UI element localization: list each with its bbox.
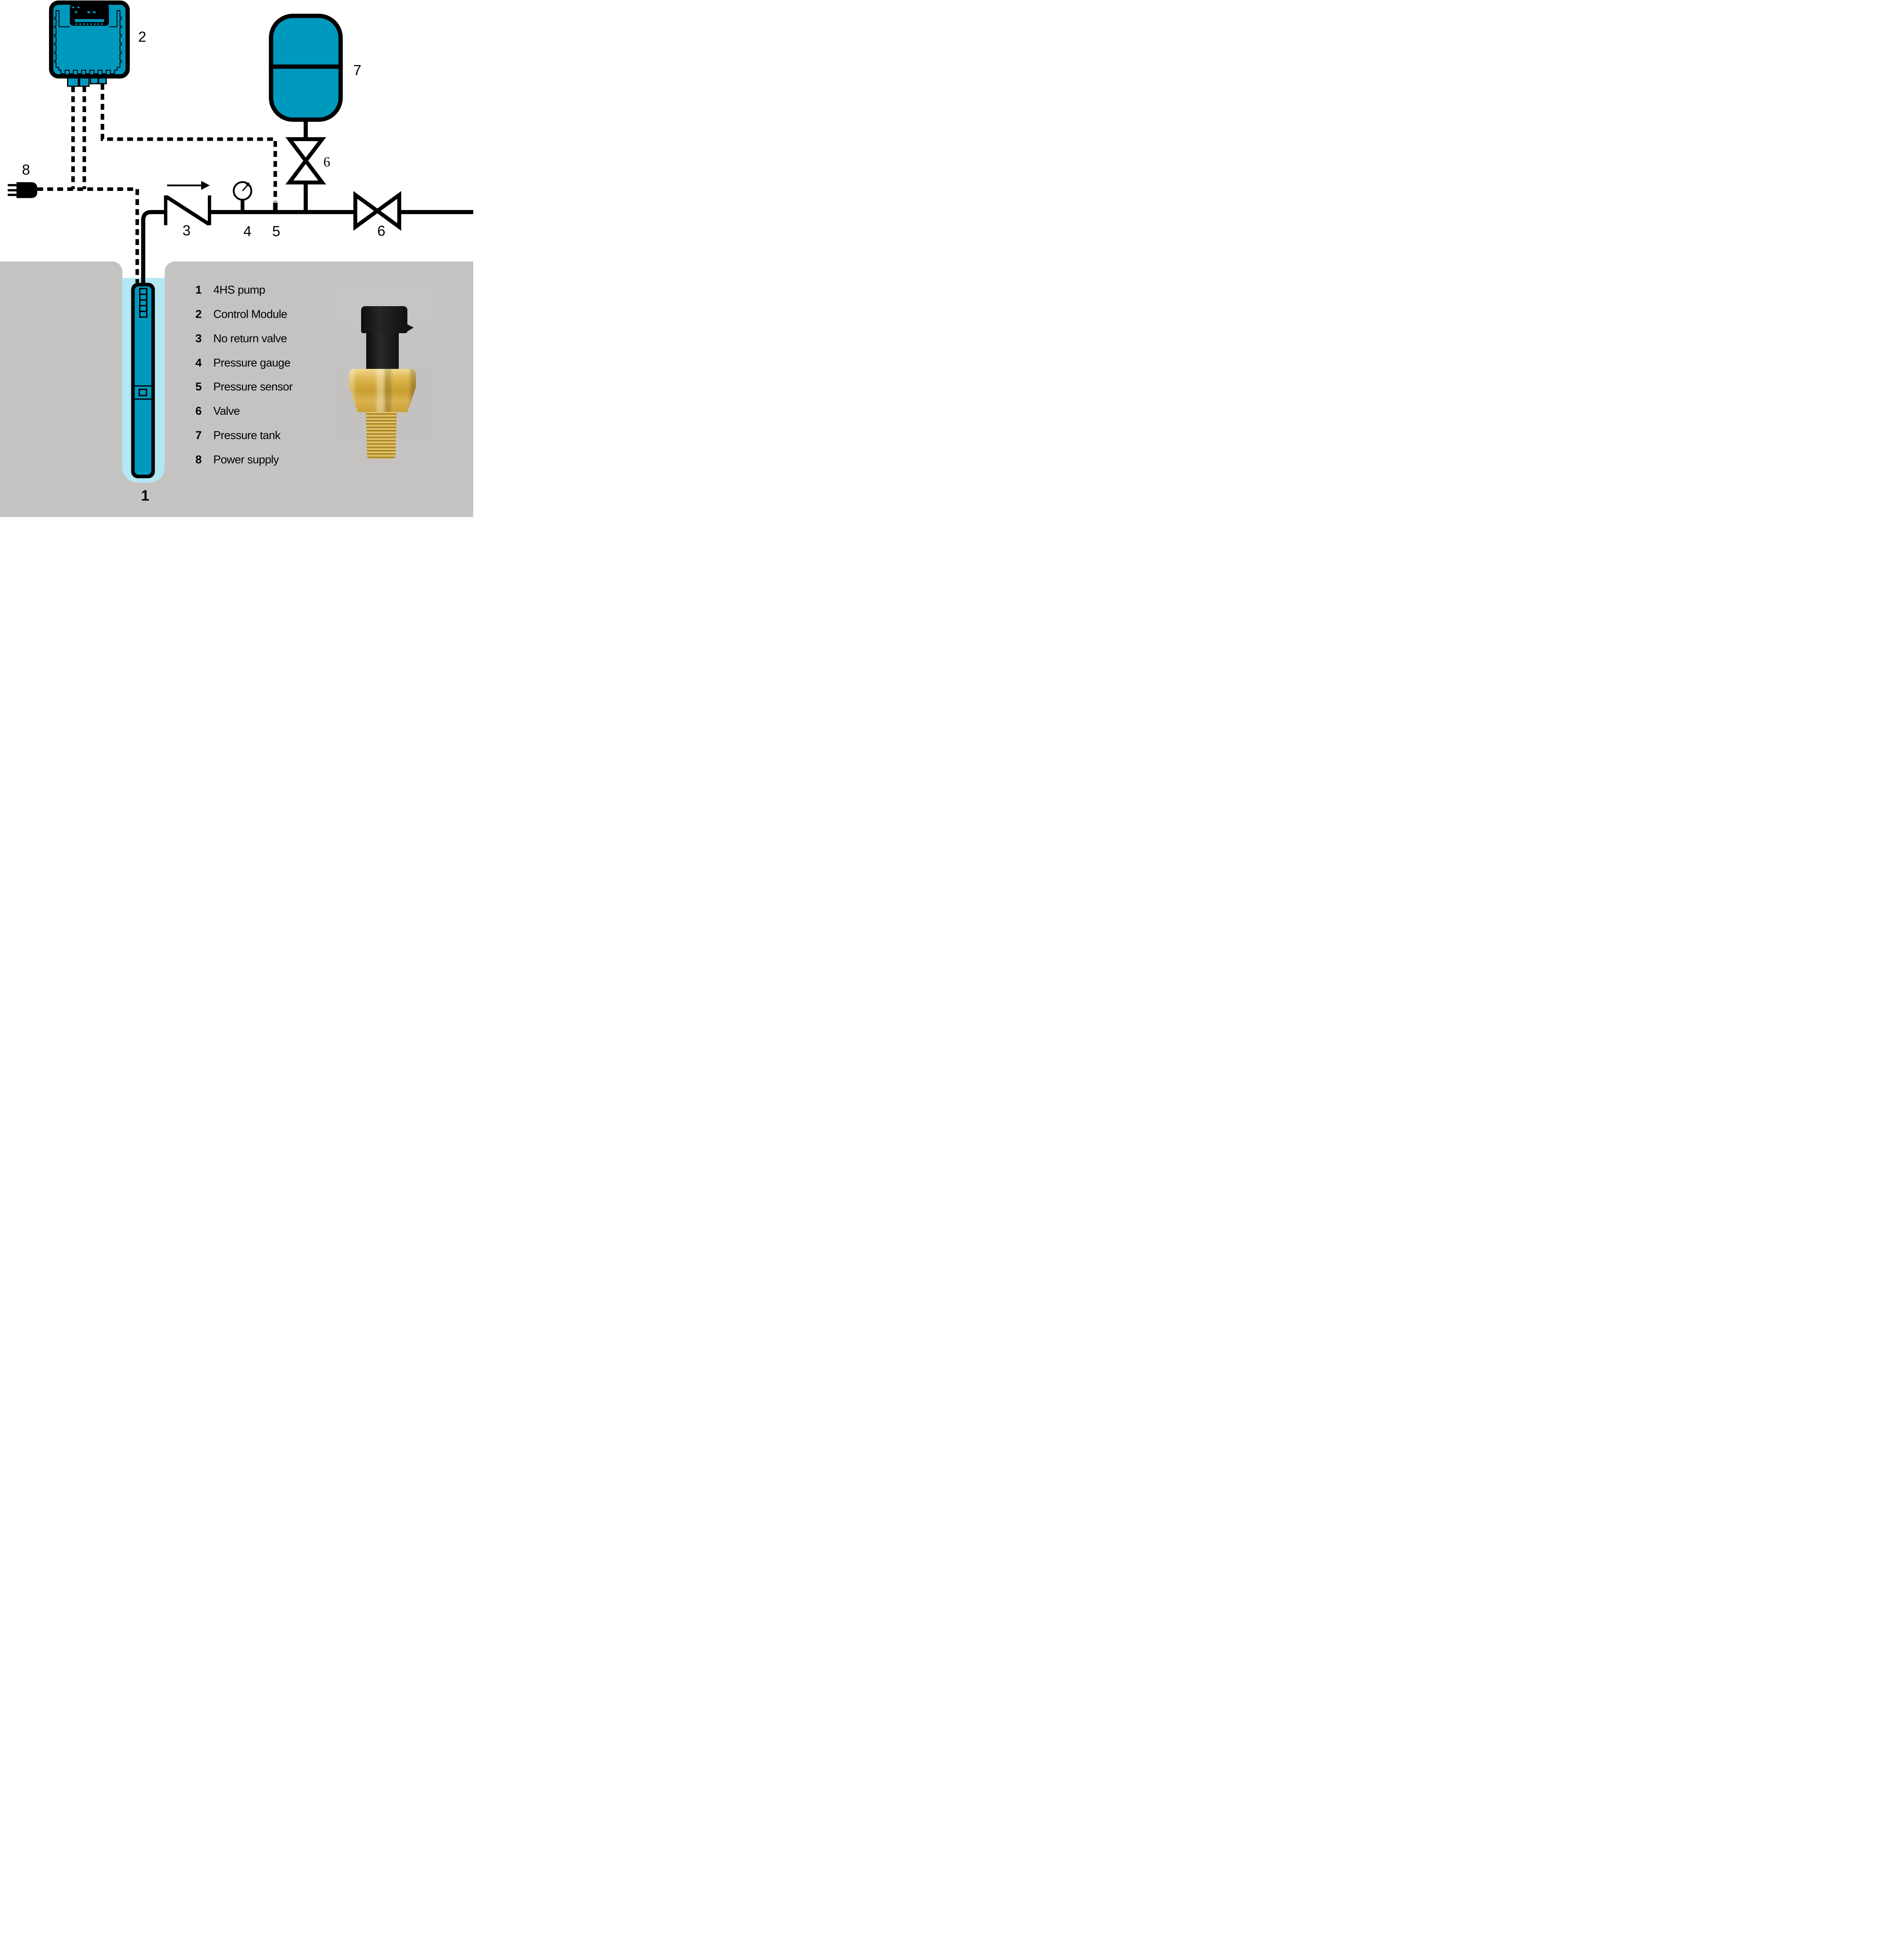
legend-item-valve: 6 Valve	[191, 399, 292, 424]
no-return-valve-symbol	[164, 195, 211, 226]
legend-item-pressure-sensor: 5 Pressure sensor	[191, 375, 292, 399]
wire-plug-to-pump	[37, 187, 139, 283]
legend-num: 1	[195, 284, 202, 297]
legend-label: Power supply	[213, 453, 279, 466]
legend-item-power-supply: 8 Power supply	[191, 448, 292, 472]
legend-item-no-return-valve: 3 No return valve	[191, 327, 292, 351]
pump	[131, 283, 155, 478]
label-pump: 1	[141, 488, 149, 504]
pressure-tank	[269, 14, 343, 122]
label-pressure-gauge: 4	[243, 223, 252, 240]
legend-label: Valve	[213, 405, 240, 418]
label-pressure-tank: 7	[353, 62, 362, 78]
label-tank-valve: 6	[323, 154, 331, 170]
pressure-sensor-symbol	[273, 202, 278, 211]
power-plug-icon	[7, 182, 37, 198]
label-control-module: 2	[138, 29, 147, 45]
legend-num: 5	[195, 381, 202, 394]
legend-label: Control Module	[213, 308, 287, 321]
tank-valve-symbol	[285, 137, 326, 185]
legend-item-pressure-gauge: 4 Pressure gauge	[191, 351, 292, 375]
legend-num: 8	[195, 453, 202, 466]
legend-item-pump: 1 4HS pump	[191, 278, 292, 303]
sensor-connector-neck	[366, 333, 399, 370]
module-display-panel	[70, 4, 109, 26]
label-no-return-valve: 3	[182, 222, 191, 239]
legend-label: 4HS pump	[213, 284, 265, 297]
wire-module-to-sensor	[100, 84, 277, 201]
pipe-riser	[141, 210, 165, 283]
line-valve-symbol	[353, 191, 401, 231]
legend-num: 4	[195, 356, 202, 369]
sensor-connector-cap	[361, 306, 407, 334]
sensor-brass-hex-nut	[349, 368, 416, 412]
schematic-page: 2 7 8 6 3 4 5 6 1 1 4HS pump 2 Control M…	[0, 0, 473, 517]
legend-item-control-module: 2 Control Module	[191, 303, 292, 327]
legend-label: No return valve	[213, 332, 287, 345]
legend-label: Pressure tank	[213, 429, 281, 442]
legend-num: 7	[195, 429, 202, 442]
ground-left-block	[0, 261, 122, 517]
pump-intake-grid	[139, 288, 147, 318]
legend-item-pressure-tank: 7 Pressure tank	[191, 424, 292, 448]
module-board-outline	[54, 10, 122, 74]
label-power-supply: 8	[22, 162, 30, 178]
pressure-sensor-photo	[335, 289, 431, 465]
legend: 1 4HS pump 2 Control Module 3 No return …	[191, 278, 292, 472]
sensor-connector-tab	[407, 324, 414, 332]
sensor-brass-threads	[366, 412, 397, 459]
piping-diagram	[7, 0, 473, 478]
legend-label: Pressure sensor	[213, 381, 293, 394]
pump-coupling	[134, 385, 151, 400]
pressure-gauge-symbol	[233, 181, 253, 210]
label-pressure-sensor: 5	[272, 223, 280, 240]
legend-num: 2	[195, 308, 202, 321]
label-line-valve: 6	[377, 223, 385, 239]
legend-num: 6	[195, 405, 202, 418]
legend-num: 3	[195, 332, 202, 345]
flow-arrow-icon	[167, 181, 210, 190]
control-module	[49, 0, 130, 87]
legend-label: Pressure gauge	[213, 356, 291, 369]
